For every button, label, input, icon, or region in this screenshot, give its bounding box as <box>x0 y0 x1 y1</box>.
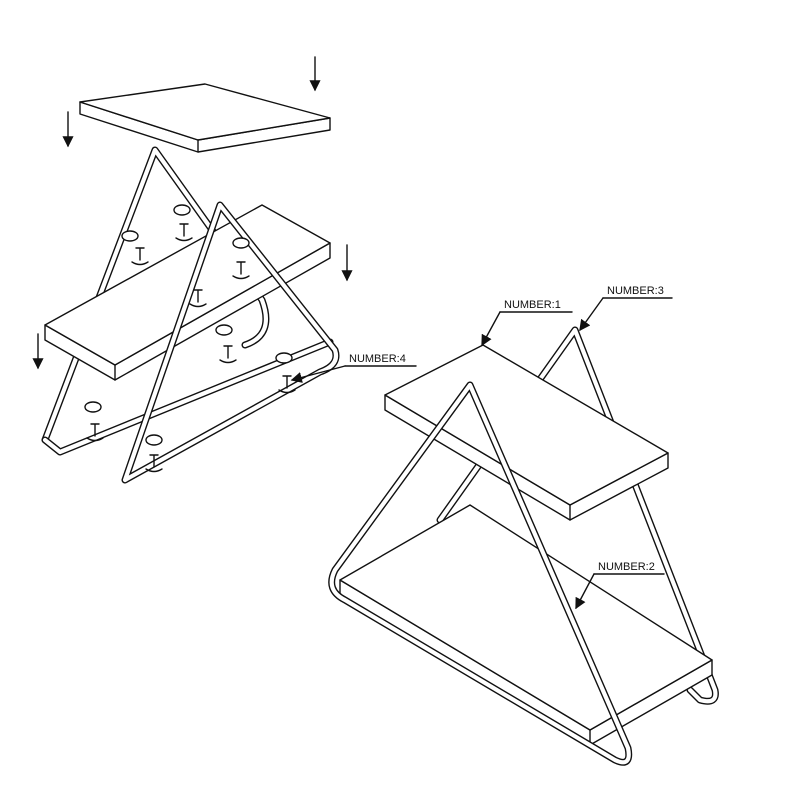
callout-number-2: NUMBER:2 <box>575 561 665 610</box>
label-number-4: NUMBER:4 <box>349 353 406 365</box>
back-frame-exploded <box>41 146 334 456</box>
direction-arrows <box>32 56 353 370</box>
brackets-and-screws <box>84 204 296 473</box>
assembled-view <box>328 326 719 766</box>
middle-shelf-exploded <box>44 204 331 381</box>
callout-number-4: NUMBER:4 <box>290 353 417 383</box>
top-shelf <box>384 344 669 521</box>
label-number-1: NUMBER:1 <box>504 299 561 311</box>
label-number-2: NUMBER:2 <box>598 561 655 573</box>
front-frame-assembled <box>328 381 633 766</box>
label-number-3: NUMBER:3 <box>607 285 664 297</box>
back-frame-assembled <box>436 326 719 705</box>
callout-number-3: NUMBER:3 <box>579 285 673 332</box>
callout-number-1: NUMBER:1 <box>481 299 573 347</box>
exploded-view <box>32 56 353 484</box>
top-shelf-exploded <box>79 83 331 153</box>
